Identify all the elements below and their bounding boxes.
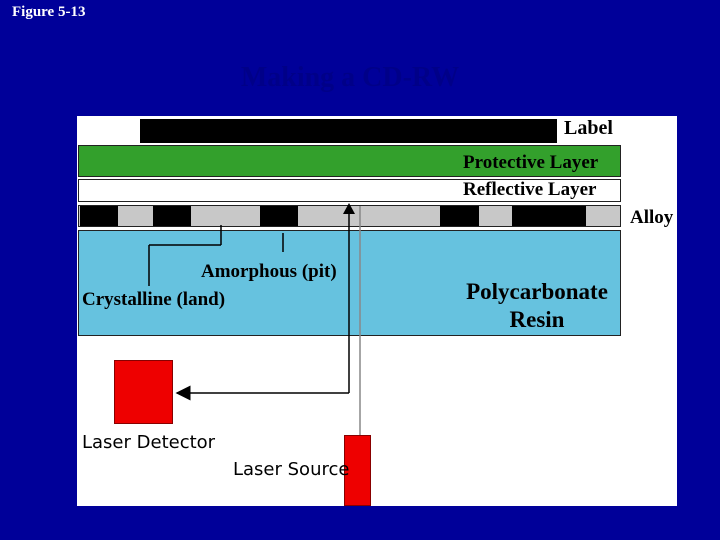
- protective-layer-text: Protective Layer: [463, 152, 599, 173]
- reflective-layer-text: Reflective Layer: [463, 179, 597, 200]
- label-layer: [140, 119, 557, 143]
- amorphous-pit: [512, 206, 586, 226]
- reflected-beam-arrowhead: [343, 203, 355, 214]
- resin-text-line2: Resin: [509, 307, 565, 332]
- slide-title: Making a CD-RW: [240, 62, 460, 93]
- laser-detector-text: Laser Detector: [82, 432, 216, 453]
- amorphous-pit: [260, 206, 298, 226]
- diagram-panel: Label Protective Layer Reflective Layer …: [77, 116, 677, 506]
- amorphous-callout: Amorphous (pit): [201, 261, 337, 282]
- amorphous-pit: [80, 206, 118, 226]
- resin-text: Polycarbonate Resin: [417, 278, 657, 334]
- protective-layer: [78, 145, 621, 177]
- resin-text-line1: Polycarbonate: [466, 279, 608, 304]
- laser-detector: [114, 360, 173, 424]
- amorphous-pit: [153, 206, 191, 226]
- amorphous-pit: [440, 206, 479, 226]
- label-layer-text: Label: [564, 117, 613, 139]
- figure-label: Figure 5-13: [12, 4, 86, 20]
- laser-source-text: Laser Source: [233, 459, 350, 480]
- alloy-layer-text: Alloy: [630, 207, 674, 228]
- reflective-layer: [78, 179, 621, 202]
- diagram-connectors: [148, 203, 361, 435]
- crystalline-callout: Crystalline (land): [82, 289, 226, 310]
- laser-source: [344, 435, 371, 506]
